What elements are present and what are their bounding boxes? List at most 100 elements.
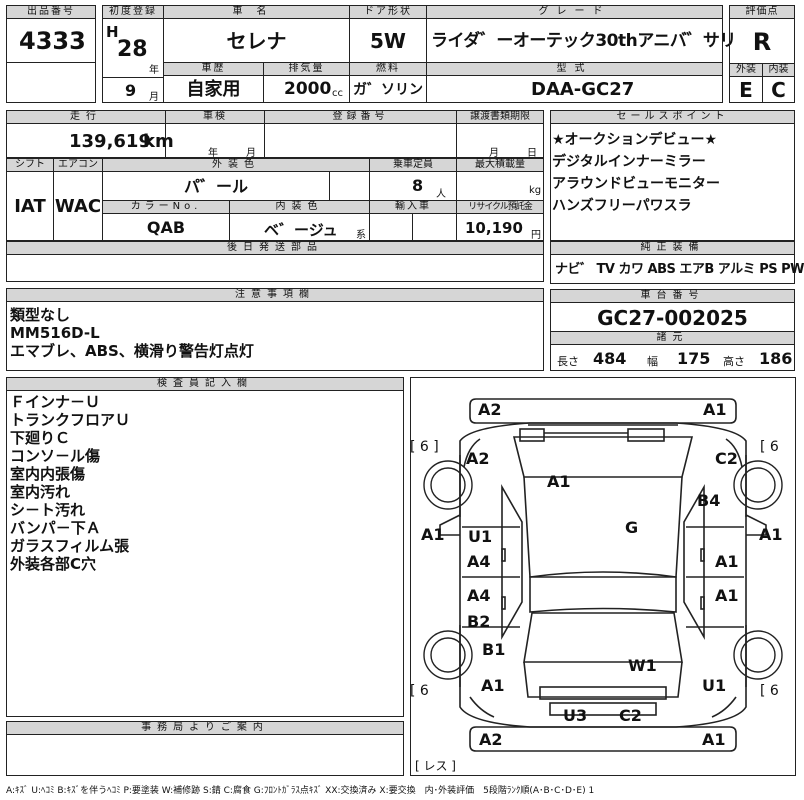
first-reg-era: H	[106, 23, 119, 41]
mileage-unit: km	[143, 131, 174, 152]
inspector-line-9: ガラスフィルム張	[10, 537, 130, 555]
history-label: 車歴	[163, 62, 264, 76]
import-divider	[412, 214, 413, 242]
tire-label-fl: [ 6 ]	[410, 439, 439, 455]
mark-right-door-2: A1	[715, 552, 739, 571]
recycle: 10,190	[465, 219, 523, 237]
mark-rear-left-fender: B1	[482, 640, 506, 659]
recycle-label: リサイクル預託金	[456, 200, 544, 214]
height: 186	[759, 349, 793, 368]
selling-point-2: デジタルインナーミラー	[552, 154, 706, 170]
selling-points-label: セールスポイント	[550, 110, 795, 124]
int-color-unit: 系	[356, 230, 366, 241]
legend: A:ｷｽﾞ U:ﾍｺﾐ B:ｷｽﾞを伴うﾍｺﾐ P:要塗装 W:補修跡 S:錆 …	[6, 786, 595, 796]
tire-label-rl: [ 6	[410, 683, 429, 699]
capacity-label: 乗車定員	[369, 158, 457, 172]
mark-front-bumper-left: A2	[478, 400, 502, 419]
reg-no	[264, 123, 457, 158]
capacity-unit: 人	[436, 189, 446, 200]
score-label: 評価点	[729, 5, 795, 19]
recycle-box: 10,190 円	[456, 213, 544, 241]
inspector-line-8: バンパ－下Ａ	[10, 519, 101, 537]
mark-front-left-door: U1	[468, 527, 493, 546]
capacity-box: 8 人	[369, 171, 457, 201]
chassis-label: 車台番号	[550, 289, 795, 303]
door-type: 5W	[349, 18, 427, 63]
displacement-box: 2000 cc	[263, 75, 350, 103]
chassis-number: GC27-002025	[550, 302, 795, 332]
inspector-line-5: 室内内張傷	[10, 465, 86, 483]
ext-color: パ゛ール	[102, 171, 330, 201]
inspector-label: 検査員記入欄	[6, 377, 404, 391]
mark-front-bumper-right: A1	[703, 400, 727, 419]
selling-point-3: アラウンドビューモニター	[552, 176, 720, 192]
first-reg-month-unit: 月	[149, 92, 159, 103]
exterior-grade: E	[729, 76, 763, 103]
first-reg-month-box: 9 月	[102, 77, 164, 103]
tire-label-fr: [ 6	[760, 439, 779, 455]
caution-label: 注意事項欄	[6, 288, 544, 302]
lot-number: 4333	[6, 18, 96, 63]
dimensions-box: 長さ 484 幅 175 高さ 186	[550, 344, 795, 371]
selling-point-1: ★オークションデビュー★	[552, 132, 718, 148]
interior-grade-label: 内装	[762, 63, 795, 77]
office-label: 事務局よりご案内	[6, 721, 404, 735]
aircon: WAC	[53, 171, 103, 241]
import-box	[369, 213, 457, 242]
max-load-label: 最大積載量	[456, 158, 544, 172]
capacity: 8	[412, 176, 424, 195]
equipment-label: 純正装備	[550, 241, 795, 255]
transfer-box: 月 日	[456, 123, 544, 159]
mark-front-fender-left: A2	[466, 449, 490, 468]
mark-left-mirror: A1	[421, 525, 445, 544]
reg-no-label: 登録番号	[264, 110, 457, 124]
mark-rear-bumper-right: A1	[702, 730, 726, 749]
width-label: 幅	[647, 355, 658, 368]
shift: IAT	[6, 171, 54, 241]
color-no: QAB	[102, 213, 230, 241]
caution-line-3: エマブレ、ABS、横滑り警告灯点灯	[10, 342, 254, 360]
int-color-label: 内装色	[229, 200, 370, 214]
mark-left-rear-door: B2	[467, 612, 491, 631]
first-reg-year: 28	[117, 37, 148, 62]
aircon-label: エアコン	[53, 158, 103, 172]
inspection-month-unit: 月	[246, 148, 256, 159]
inspector-line-2: トランクフロアＵ	[10, 411, 131, 429]
displacement-unit: cc	[332, 88, 343, 99]
inspection-box: 年 月	[165, 123, 265, 159]
first-reg-year-box: H 28 年	[102, 18, 164, 78]
mileage: 139,619	[69, 131, 151, 152]
interior-grade: C	[762, 76, 795, 103]
later-parts	[6, 254, 544, 282]
inspector-line-4: コンソ－ル傷	[10, 447, 101, 465]
width: 175	[677, 349, 711, 368]
inspector-box: Ｆインナ－Ｕ トランクフロアＵ 下廻りＣ コンソ－ル傷 室内内張傷 室内汚れ シ…	[6, 390, 404, 717]
shift-label: シフト	[6, 158, 54, 172]
color-no-label: カラーNo.	[102, 200, 230, 214]
grade: ライダ゛ーオーテック30thアニバ゛サリ	[426, 18, 736, 63]
first-reg-label: 初度登録	[102, 5, 164, 19]
exterior-grade-label: 外装	[729, 63, 763, 77]
transfer-month-unit: 月	[489, 148, 499, 159]
selling-point-4: ハンズフリーパワスラ	[552, 198, 692, 214]
lot-blank	[6, 62, 96, 103]
inspector-line-1: Ｆインナ－Ｕ	[10, 393, 101, 411]
mark-rear-bumper-left: A2	[479, 730, 503, 749]
mark-right-door-3: A1	[715, 586, 739, 605]
lot-label: 出品番号	[6, 5, 96, 19]
tire-label-rr: [ 6	[760, 683, 779, 699]
mark-rear-right-quarter: U1	[702, 676, 727, 695]
inspector-line-10: 外装各部C穴	[10, 555, 97, 573]
car-name-label: 車名	[163, 5, 350, 19]
mark-rear-window: W1	[628, 656, 657, 675]
mark-rear-gate-right: C2	[619, 706, 642, 725]
mark-front-right-door-upper: B4	[697, 491, 721, 510]
spare-tire-less: [ レス ]	[415, 759, 456, 773]
dimensions-label: 諸元	[550, 331, 795, 345]
fuel-label: 燃料	[349, 62, 427, 76]
caution-line-1: 類型なし	[10, 306, 71, 324]
transfer-label: 譲渡書類期限	[456, 110, 544, 124]
inspection-label: 車検	[165, 110, 265, 124]
inspector-line-6: 室内汚れ	[10, 483, 71, 501]
mark-right-mirror: A1	[759, 525, 783, 544]
